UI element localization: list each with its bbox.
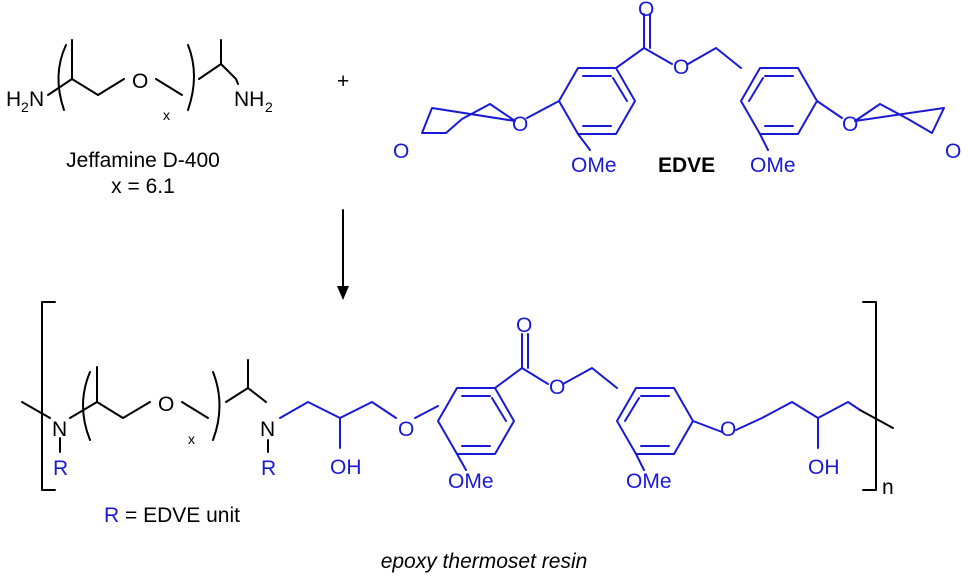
polymer-x-subscript: x: [188, 431, 195, 447]
product-caption: epoxy thermoset resin: [381, 550, 588, 573]
jeffamine-bonds: [47, 39, 239, 96]
left-methoxy: OMe: [571, 154, 617, 177]
jeffamine-x-value: x = 6.1: [111, 175, 175, 198]
h2n-h: H: [6, 88, 21, 111]
reaction-arrow-head: [337, 286, 349, 300]
nh2-nh: NH: [234, 88, 264, 111]
aryl-ether-oxygen-2: O: [720, 418, 736, 441]
polymer-black-bonds: [21, 359, 269, 453]
polymer-carbonyl-oxygen: O: [516, 314, 532, 337]
left-aryl-ether-oxygen: O: [512, 113, 528, 136]
polymer-structure: N R O x N R OH O OMe O O OMe O OH n: [21, 301, 894, 499]
polymer-methoxy-1: OMe: [448, 470, 494, 493]
left-square-bracket: [41, 301, 56, 491]
polymer-left-paren: [82, 371, 91, 441]
r-group-1: R: [53, 457, 68, 480]
edve-left-ring: [558, 67, 636, 135]
h2n-subscript: 2: [21, 99, 29, 115]
legend-definition: = EDVE unit: [119, 504, 240, 527]
nh2-subscript: 2: [265, 99, 273, 115]
left-epoxide-oxygen: O: [393, 140, 409, 163]
jeffamine-left-paren: [57, 44, 67, 111]
jeffamine-right-paren: [187, 44, 195, 111]
jeffamine-structure: H 2 N O x NH 2 Jeffamine D-400 x = 6.1: [6, 39, 273, 198]
hydroxyl-1: OH: [330, 456, 362, 479]
backbone-nitrogen-2: N: [260, 418, 275, 441]
r-group-2: R: [261, 457, 276, 480]
reaction-arrow: [337, 209, 349, 300]
edve-label: EDVE: [658, 154, 715, 177]
legend-r: R: [104, 504, 119, 527]
h2n-n: N: [29, 88, 44, 111]
r-group-legend: R = EDVE unit: [104, 504, 240, 527]
right-methoxy: OMe: [750, 154, 796, 177]
edve-structure: O O O O O O OMe OMe EDVE: [393, 0, 961, 177]
polymer-right-paren: [212, 371, 221, 441]
plus-sign: +: [337, 70, 349, 93]
right-aryl-ether-oxygen: O: [842, 113, 858, 136]
backbone-nitrogen-1: N: [52, 418, 67, 441]
right-epoxide-oxygen: O: [945, 140, 961, 163]
ester-oxygen: O: [673, 56, 689, 79]
polymer-end-bond: [859, 409, 894, 429]
polymer-ester-oxygen: O: [549, 376, 565, 399]
hydroxyl-2: OH: [808, 456, 840, 479]
edve-bonds: [421, 13, 945, 151]
repeat-x-subscript: x: [163, 107, 170, 123]
carbonyl-oxygen: O: [638, 0, 654, 21]
repeat-n-subscript: n: [882, 476, 894, 499]
right-square-bracket: [862, 301, 877, 491]
polymer-methoxy-2: OMe: [626, 470, 672, 493]
aryl-ether-oxygen-1: O: [398, 418, 414, 441]
polymer-ether-oxygen: O: [158, 393, 174, 416]
edve-right-ring: [740, 67, 818, 135]
polymer-blue-bonds: [279, 333, 861, 471]
jeffamine-name: Jeffamine D-400: [66, 149, 220, 172]
ether-oxygen: O: [132, 70, 148, 93]
